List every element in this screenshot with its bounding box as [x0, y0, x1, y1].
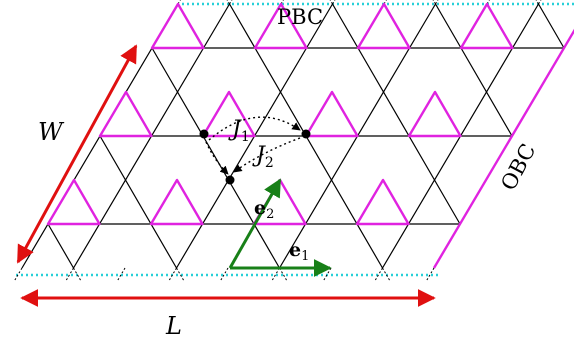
diagonal-bond: [331, 3, 461, 225]
up-triangles: [46, 2, 514, 226]
e2-letter: e: [254, 197, 266, 219]
e1-subscript: 1: [301, 249, 309, 264]
bottom-stub: [279, 267, 288, 281]
width-label: W: [38, 118, 65, 146]
diagonal-bond: [434, 3, 513, 137]
up-triangle: [407, 90, 462, 138]
bottom-stub: [14, 267, 23, 281]
up-triangle: [149, 178, 204, 226]
j1-letter: J: [228, 117, 242, 142]
periodic-boundary-lines: [16, 2, 574, 277]
up-triangle: [355, 178, 410, 226]
width-arrow: [16, 44, 138, 264]
up-triangle: [253, 2, 308, 50]
j2-subscript: 2: [265, 155, 274, 171]
bottom-stub: [271, 267, 280, 281]
site-dot-3: [225, 175, 235, 185]
up-triangle: [459, 2, 514, 50]
e2-subscript: 2: [266, 207, 274, 222]
j1-subscript: 1: [241, 129, 250, 145]
e2-label: e2: [254, 197, 274, 222]
length-label: L: [165, 312, 182, 335]
basis-vector-e2: [228, 178, 282, 269]
right-edge: [432, 28, 574, 269]
site-dot-1: [199, 129, 209, 139]
top-stub: [435, 0, 439, 5]
site-dot-2: [301, 129, 311, 139]
top-stub: [432, 0, 436, 5]
j1-label: J1: [228, 117, 250, 145]
j2-letter: J: [252, 143, 266, 168]
diagonal-bond: [151, 47, 281, 269]
diagonal-bond: [537, 3, 565, 49]
top-stub: [177, 0, 181, 5]
e1-letter: e: [289, 239, 301, 261]
pbc-label: PBC: [277, 5, 323, 29]
obc-label: OBC: [496, 140, 540, 195]
up-triangle: [201, 90, 256, 138]
j1-j2-link-arc: [205, 141, 229, 175]
diagonal-bond: [47, 223, 75, 269]
up-triangle: [356, 2, 411, 50]
up-triangle: [304, 90, 359, 138]
j2-label: J2: [252, 143, 274, 171]
up-triangle: [46, 178, 101, 226]
e1-label: e1: [289, 239, 309, 264]
up-triangle: [150, 2, 205, 50]
